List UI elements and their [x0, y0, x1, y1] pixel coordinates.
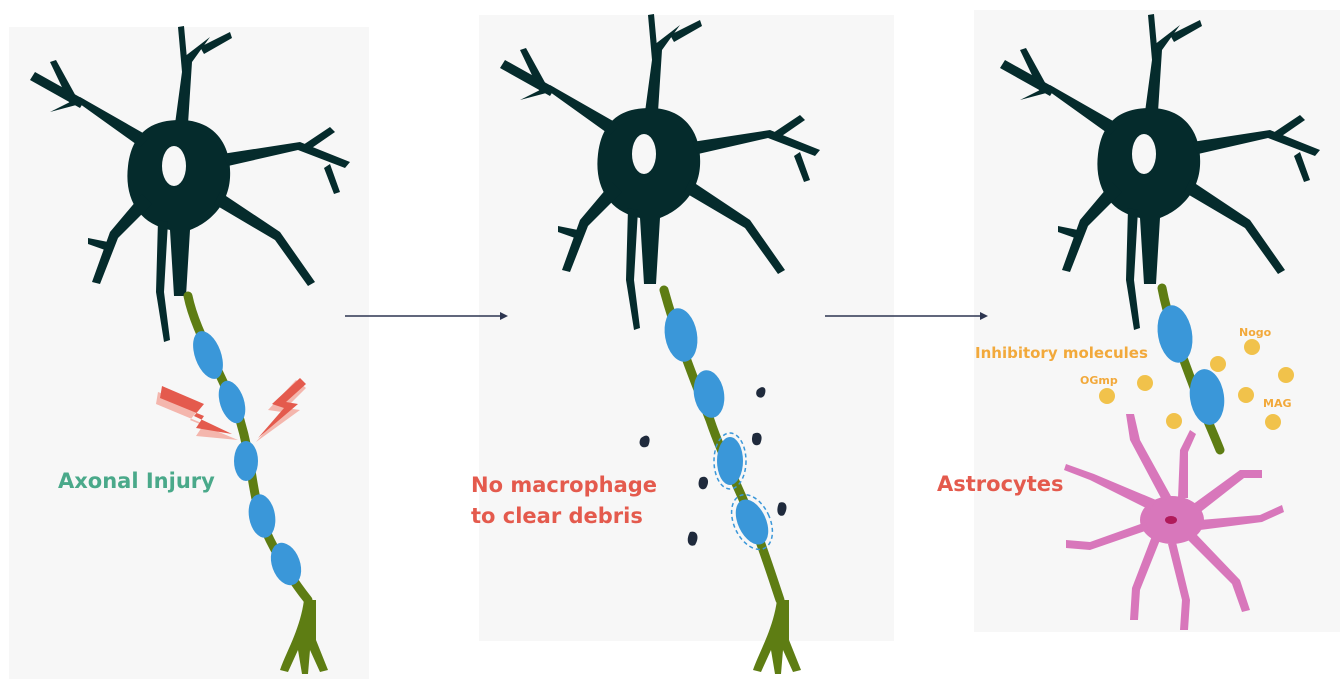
astrocytes-label: Astrocytes [937, 469, 1064, 500]
myelin-segment [717, 437, 743, 485]
myelin-segment [245, 492, 278, 540]
myelin-segment [729, 494, 775, 549]
no-macrophage-line1: No macrophage [471, 470, 657, 501]
nogo-label: Nogo [1239, 326, 1271, 339]
mag-label: MAG [1263, 397, 1292, 410]
axon [661, 290, 801, 674]
arrow-2 [825, 312, 988, 320]
axonal-injury-label: Axonal Injury [58, 469, 215, 493]
arrow-1 [345, 312, 508, 320]
neuron-icon [1000, 14, 1320, 330]
myelin-segment [234, 441, 258, 481]
ogmp-label: OGmp [1080, 374, 1118, 387]
astrocyte-icon [1064, 414, 1284, 630]
neuron-icon [500, 14, 820, 330]
inhibitory-molecules-label: Inhibitory molecules [975, 344, 1148, 362]
myelin-segment [1153, 302, 1197, 365]
no-macrophage-line2: to clear debris [471, 501, 657, 532]
no-macrophage-label: No macrophage to clear debris [471, 470, 657, 532]
myelin-segment [214, 377, 250, 426]
